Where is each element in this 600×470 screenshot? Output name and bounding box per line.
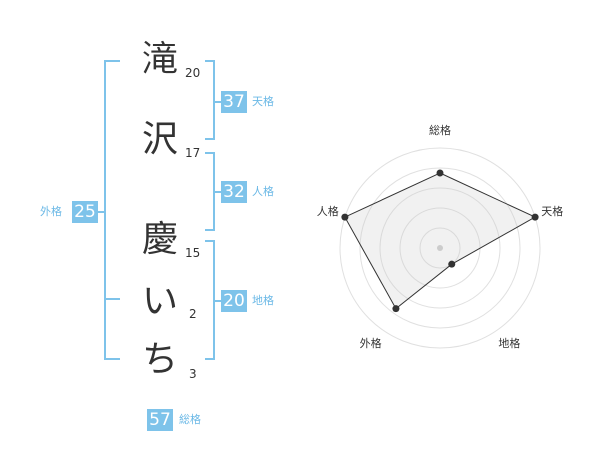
- radar-chart: [339, 147, 541, 349]
- radar-axis-label-jinkaku: 人格: [316, 205, 339, 219]
- name-char-4: い: [142, 281, 179, 322]
- jinkaku-bracket-vertical: [213, 152, 215, 231]
- radar-axis-label-gaikaku: 外格: [359, 336, 382, 350]
- radar-point-1: [531, 213, 539, 221]
- stroke-count-5: 3: [189, 367, 197, 381]
- soukaku-label: 総格: [179, 413, 201, 426]
- tenkaku-bracket-vertical: [213, 60, 215, 140]
- radar-ring-3: [379, 187, 501, 309]
- gaikaku-label: 外格: [40, 205, 62, 218]
- name-char-5: ち: [142, 339, 179, 380]
- gaikaku-bracket-middle: [104, 298, 120, 300]
- gaikaku-bracket-bottom: [104, 358, 120, 360]
- radar-point-2: [448, 260, 456, 268]
- radar-points: [341, 169, 539, 313]
- radar-ring-1: [419, 227, 461, 269]
- jinkaku-bracket-tick: [215, 191, 222, 193]
- radar-ring-4: [359, 167, 521, 329]
- chikaku-bracket-top: [205, 240, 215, 242]
- gaikaku-value: 25: [72, 201, 98, 223]
- name-char-3: 慶: [142, 219, 179, 260]
- tenkaku-bracket-top: [205, 60, 215, 62]
- radar-ring-5: [339, 147, 541, 349]
- gaikaku-bracket-top: [104, 60, 120, 62]
- stroke-count-1: 20: [185, 66, 201, 80]
- soukaku-value: 57: [147, 409, 173, 431]
- chikaku-label: 地格: [252, 294, 274, 307]
- chikaku-value: 20: [221, 290, 247, 312]
- jinkaku-label: 人格: [252, 185, 274, 198]
- jinkaku-value: 32: [221, 181, 247, 203]
- stroke-count-4: 2: [189, 307, 197, 321]
- radar-area: [344, 172, 537, 310]
- jinkaku-bracket-top: [205, 152, 215, 154]
- stroke-count-2: 17: [185, 146, 201, 160]
- name-char-1: 滝: [142, 39, 179, 80]
- gaikaku-bracket-vertical: [104, 60, 106, 360]
- radar-axis-label-chikaku: 地格: [498, 336, 521, 350]
- chikaku-bracket-bottom: [205, 358, 215, 360]
- stroke-count-3: 15: [185, 246, 201, 260]
- tenkaku-bracket-bottom: [205, 138, 215, 140]
- chikaku-bracket-tick: [215, 300, 222, 302]
- tenkaku-value: 37: [221, 91, 247, 113]
- radar-axis-label-tenkaku: 天格: [541, 205, 564, 219]
- radar-center: [437, 245, 443, 251]
- radar-point-4: [341, 213, 349, 221]
- tenkaku-bracket-tick: [215, 101, 222, 103]
- tenkaku-label: 天格: [252, 95, 274, 108]
- jinkaku-bracket-bottom: [205, 229, 215, 231]
- radar-point-0: [436, 169, 444, 177]
- chikaku-bracket-vertical: [213, 240, 215, 360]
- radar-point-3: [392, 305, 400, 313]
- gaikaku-bracket-tick: [98, 211, 104, 213]
- name-char-2: 沢: [142, 119, 179, 160]
- radar-axis-label-soukaku: 総格: [429, 123, 451, 137]
